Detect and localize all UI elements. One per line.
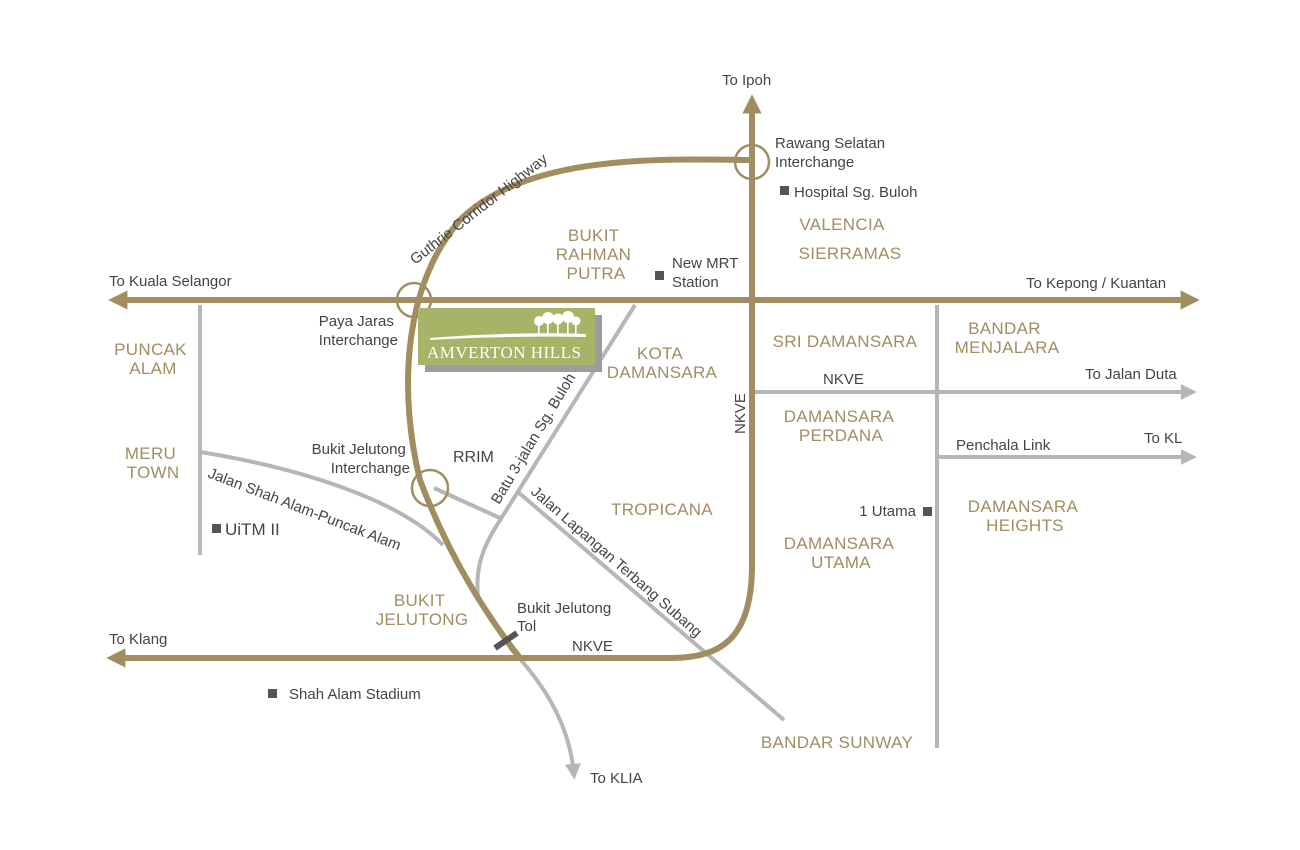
area-labels: VALENCIA SIERRAMAS BUKIT RAHMAN PUTRA PU… [114,215,1082,752]
damansara-perdana-line-2: PERDANA [799,426,884,445]
mrt-line-2: Station [672,274,719,291]
hospital-label: Hospital Sg. Buloh [794,184,917,201]
nkve-south-label: NKVE [572,638,613,655]
brp-line-3: PUTRA [566,264,625,283]
area-sierramas: SIERRAMAS [799,244,902,263]
shah-alam-stadium-label: Shah Alam Stadium [289,686,421,703]
damansara-utama-line-1: DAMANSARA [784,534,895,553]
bukit-jelutong-interchange-label: Bukit Jelutong Interchange [312,441,410,477]
penchala-link-label: Penchala Link [956,437,1051,454]
paya-jaras-line-2: Interchange [319,332,398,349]
bukit-jelutong-line-2: JELUTONG [376,610,469,629]
nkve-south-curve [669,564,755,661]
area-bandar-menjalara: BANDAR MENJALARA [955,319,1060,357]
guthrie-highway-label: Guthrie Corridor Highway [407,150,551,268]
damansara-heights-line-2: HEIGHTS [986,516,1064,535]
direction-labels: To Ipoh To Kuala Selangor To Kepong / Ku… [109,72,1182,787]
to-jalan-duta-label: To Jalan Duta [1085,366,1177,383]
stadium-marker-icon [268,689,277,698]
bukit-jelutong-line-1: BUKIT [394,591,445,610]
to-klia-label: To KLIA [590,770,643,787]
to-kuala-selangor-label: To Kuala Selangor [109,273,232,290]
mrt-line-1: New MRT [672,255,738,272]
area-damansara-heights: DAMANSARA HEIGHTS [968,497,1082,535]
bandar-menjalara-line-2: MENJALARA [955,338,1060,357]
mrt-marker-icon [655,271,664,280]
to-ipoh-label: To Ipoh [722,72,771,89]
trees-icon [430,311,586,340]
place-labels: Rawang Selatan Interchange Paya Jaras In… [225,135,917,703]
one-utama-label: 1 Utama [859,503,916,520]
landmark-markers [212,186,932,698]
kota-damansara-line-1: KOTA [637,344,684,363]
damansara-perdana-line-1: DAMANSARA [784,407,895,426]
bandar-menjalara-line-1: BANDAR [968,319,1041,338]
rawang-selatan-interchange-icon [733,143,771,181]
bukit-jelutong-ic-line-1: Bukit Jelutong [312,441,406,458]
one-utama-marker-icon [923,507,932,516]
toll-line-2: Tol [517,618,536,635]
rawang-line-2: Interchange [775,154,854,171]
batu3-sg-buloh-road [475,303,637,599]
nkve-vertical-label: NKVE [732,393,749,434]
area-kota-damansara: KOTA DAMANSARA [607,344,718,382]
damansara-heights-line-1: DAMANSARA [968,497,1079,516]
rawang-interchange-label: Rawang Selatan Interchange [775,135,889,171]
puncak-alam-line-1: PUNCAK [114,340,187,359]
bukit-jelutong-interchange-icon [410,468,450,508]
area-damansara-perdana: DAMANSARA PERDANA [784,407,898,445]
shah-alam-road-label: Jalan Shah Alam-Puncak Alam [206,465,404,554]
lapangan-terbang-subang-road [516,490,786,722]
meru-town-line-1: MERU [125,444,176,463]
area-tropicana: TROPICANA [611,500,713,519]
toll-label: Bukit Jelutong Tol [517,600,615,635]
main-roads [106,94,1200,668]
to-klang-label: To Klang [109,631,167,648]
paya-jaras-interchange-icon [395,281,433,319]
to-kepong-kuantan-label: To Kepong / Kuantan [1026,275,1166,292]
meru-town-line-2: TOWN [127,463,180,482]
mrt-station-label: New MRT Station [672,255,742,291]
area-bukit-rahman-putra: BUKIT RAHMAN PUTRA [556,226,637,283]
rawang-line-1: Rawang Selatan [775,135,885,152]
brp-line-2: RAHMAN [556,245,631,264]
area-sri-damansara: SRI DAMANSARA [773,332,918,351]
interchanges [395,143,771,508]
rrim-label: RRIM [453,449,494,466]
area-meru-town: MERU TOWN [125,444,181,482]
brand-name: AMVERTON HILLS [427,343,581,362]
paya-jaras-line-1: Paya Jaras [319,313,394,330]
damansara-utama-line-2: UTAMA [811,553,871,572]
hospital-marker-icon [780,186,789,195]
area-bandar-sunway: BANDAR SUNWAY [761,733,913,752]
kota-damansara-line-2: DAMANSARA [607,363,718,382]
puncak-alam-line-2: ALAM [129,359,177,378]
minor-roads [198,303,1197,780]
uitm-marker-icon [212,524,221,533]
toll-gate-icon [493,630,519,651]
to-kl-label: To KL [1144,430,1182,447]
amverton-hills-logo: AMVERTON HILLS [418,308,602,372]
area-valencia: VALENCIA [799,215,885,234]
area-damansara-utama: DAMANSARA UTAMA [784,534,898,572]
paya-jaras-interchange-label: Paya Jaras Interchange [319,313,398,349]
batu3-road-label: Batu 3-jalan Sg. Buloh [488,370,579,507]
area-bukit-jelutong: BUKIT JELUTONG [376,591,469,629]
bukit-jelutong-interchange-link [433,486,501,520]
road-labels: Guthrie Corridor Highway NKVE NKVE NKVE … [206,150,1051,655]
brp-line-1: BUKIT [568,226,619,245]
uitm-label: UiTM II [225,520,280,539]
nkve-east-label: NKVE [823,371,864,388]
bukit-jelutong-ic-line-2: Interchange [331,460,410,477]
klia-road [508,646,581,780]
toll-line-1: Bukit Jelutong [517,600,611,617]
area-puncak-alam: PUNCAK ALAM [114,340,192,378]
shah-alam-puncak-alam-road [199,450,445,547]
guthrie-corridor-highway [405,156,753,660]
